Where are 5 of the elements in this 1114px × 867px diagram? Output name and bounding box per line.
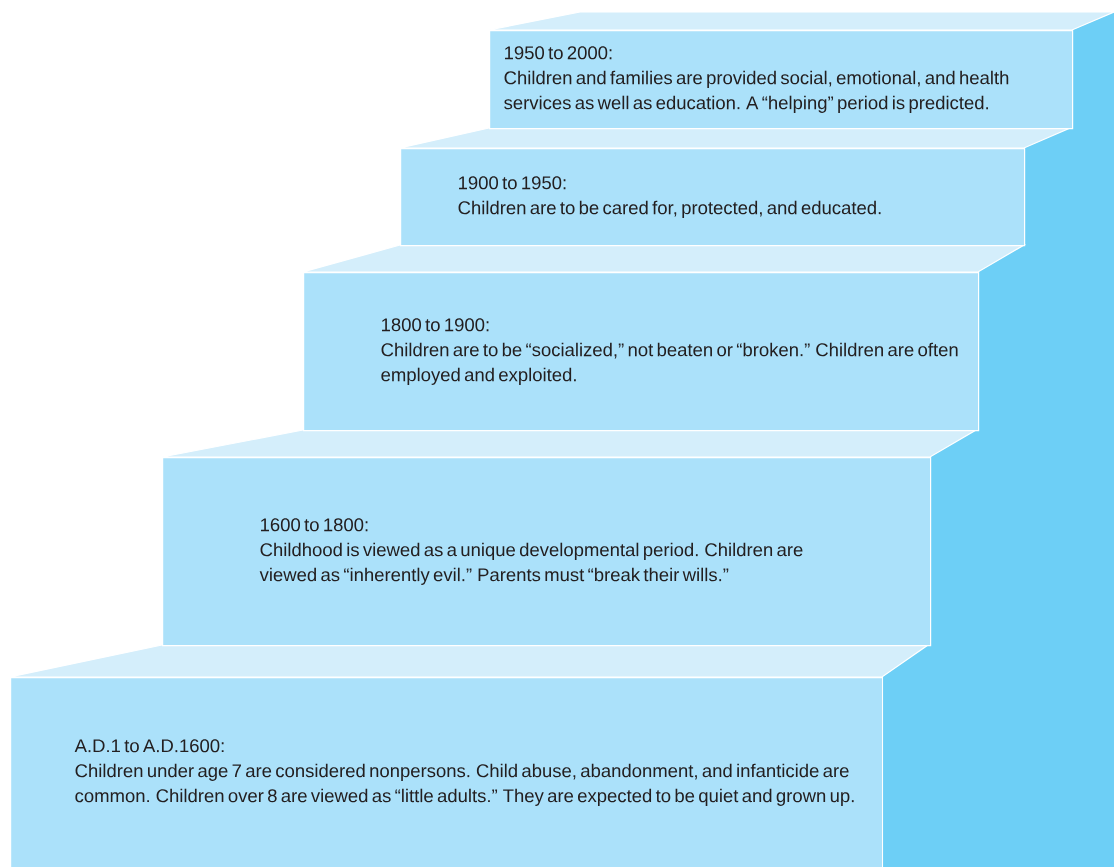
stair-step: 1950 to 2000: Children and families are provided social, emotional, and health services as well as education. A “helping” period is predicted. xyxy=(489,30,1074,130)
stair-step: 1900 to 1950: Children are to be cared for, protected, and educated. xyxy=(400,148,1026,247)
stair-step: A.D.1 to A.D.1600: Children under age 7 are considered nonpersons. Child abuse, abandonment, and infanticide are common. Children over 8 are viewed as “little adults.” They are expected to be quiet and grown up. xyxy=(10,677,884,867)
stair-step: 1600 to 1800: Childhood is viewed as a unique developmental period. Children are viewed as “inherently evil.” Parents must “break their wills.” xyxy=(162,456,932,647)
stair-step: 1800 to 1900: Children are to be “socialized,” not beaten or “broken.” Children are often employed and exploited. xyxy=(303,272,980,432)
